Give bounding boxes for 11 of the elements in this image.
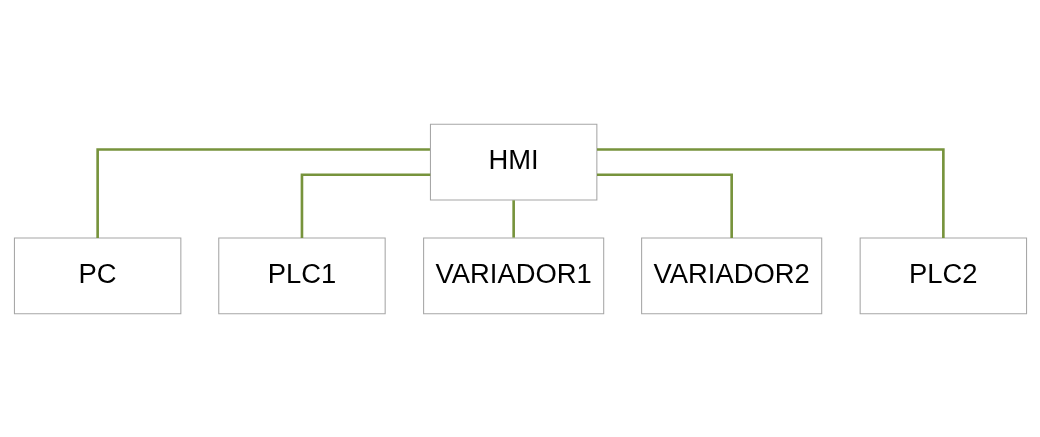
node-box: HMI (429, 123, 597, 201)
connector (511, 199, 515, 238)
node-box: VARIADOR1 (422, 236, 604, 314)
node-box: PLC1 (217, 236, 386, 314)
connector (596, 147, 945, 238)
node-box: VARIADOR2 (640, 236, 822, 314)
node-box: PC (13, 236, 181, 314)
node-box: PLC2 (859, 236, 1027, 314)
connector (95, 147, 430, 238)
connector (596, 172, 733, 238)
connector (300, 172, 430, 238)
